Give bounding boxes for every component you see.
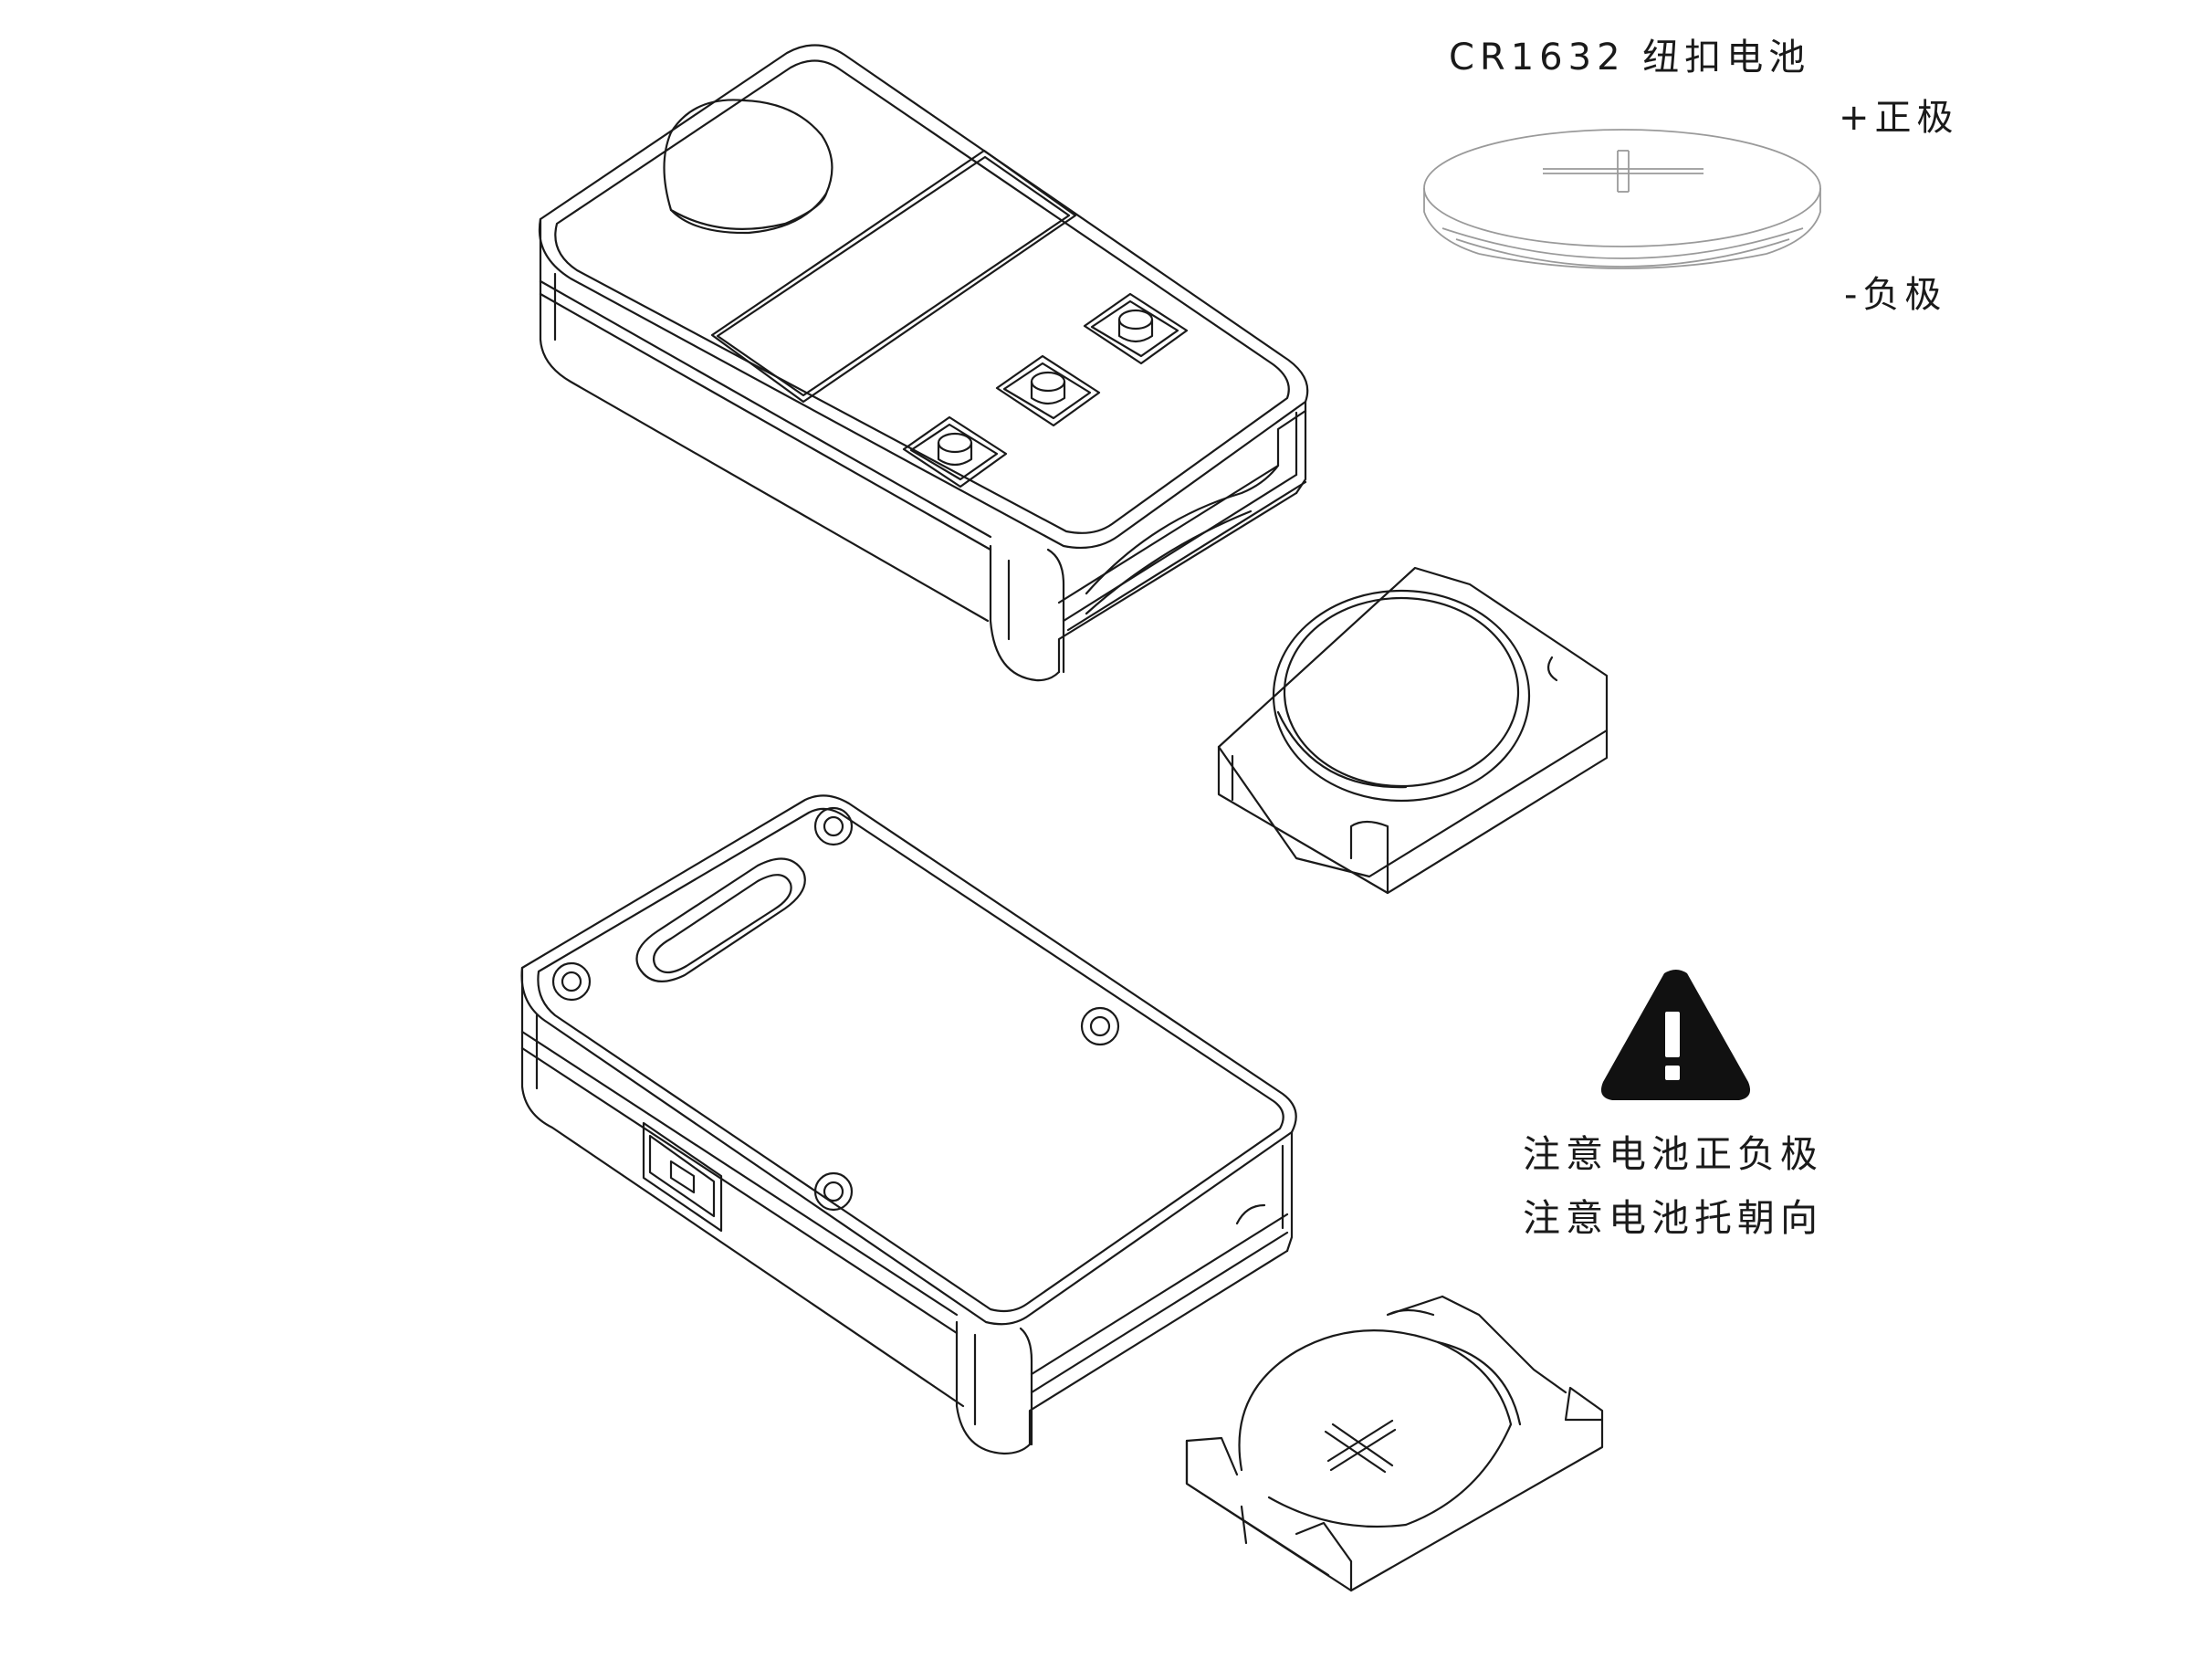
warning-triangle-icon: [1600, 970, 1751, 1100]
battery-tray-bottom: [1185, 1295, 1604, 1592]
warning-note-tray-orientation: 注意电池托朝向: [1523, 1196, 1823, 1240]
device-front: [538, 44, 1309, 682]
buttons: [902, 292, 1189, 488]
battery-tray-top: [1217, 566, 1609, 895]
warning-note-polarity: 注意电池正负极: [1523, 1132, 1823, 1176]
negative-pole-label: -负极: [1844, 274, 1947, 316]
battery-title: CR1632 纽扣电池: [1449, 37, 1811, 79]
positive-pole-label: +正极: [1839, 97, 1959, 139]
device-rear: [520, 794, 1297, 1455]
coin-cell: [1423, 129, 1821, 269]
